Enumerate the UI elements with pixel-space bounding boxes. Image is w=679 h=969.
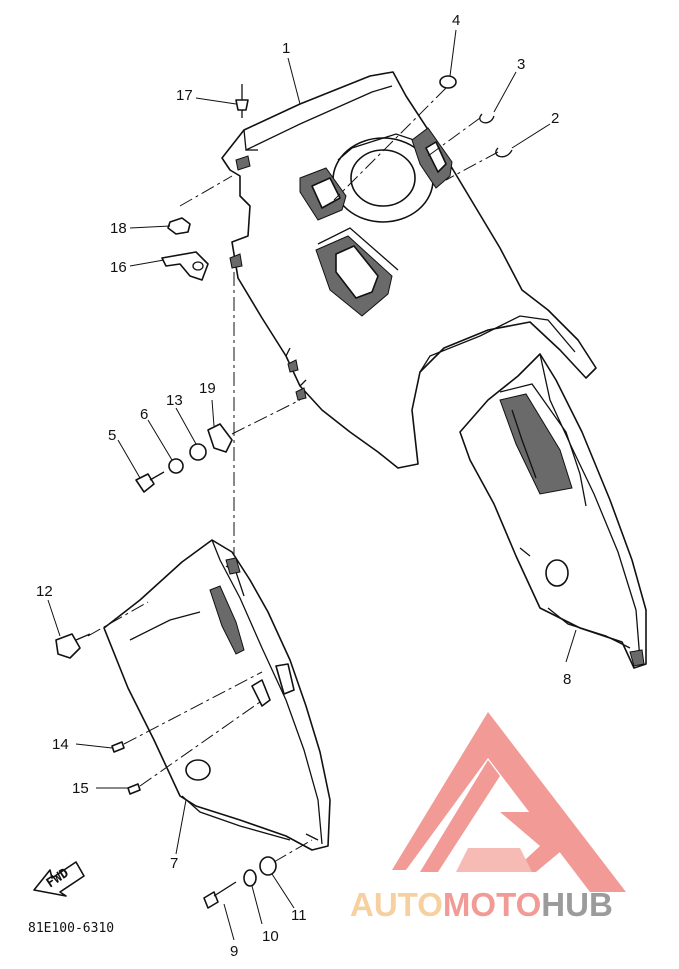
assembly-lines	[87, 87, 499, 863]
automotohub-logo: AUTOMOTOHUB	[350, 712, 626, 923]
part-2-clip	[495, 147, 513, 158]
callout-13: 13	[166, 392, 183, 409]
part-3-clip	[479, 113, 495, 124]
callout-18: 18	[110, 220, 127, 237]
callout-8: 8	[563, 671, 571, 688]
part-17-rivet	[235, 84, 249, 118]
callout-7: 7	[170, 855, 178, 872]
callout-11: 11	[291, 907, 307, 924]
callout-1: 1	[282, 40, 290, 57]
callout-17: 17	[176, 87, 193, 104]
callout-15: 15	[72, 780, 89, 797]
part-18-nut	[167, 217, 191, 235]
diagram-code: 81E100-6310	[28, 921, 114, 936]
part-13-grommet	[189, 443, 207, 461]
callout-19: 19	[199, 380, 216, 397]
callout-14: 14	[52, 736, 69, 753]
part-4-grommet	[439, 75, 457, 89]
logo-text-moto: MOTO	[443, 886, 541, 923]
callout-2: 2	[551, 110, 559, 127]
callout-10: 10	[262, 928, 279, 945]
callout-4: 4	[452, 12, 460, 29]
callout-3: 3	[517, 56, 525, 73]
callout-16: 16	[110, 259, 127, 276]
callout-12: 12	[36, 583, 53, 600]
leader-lines	[47, 29, 577, 941]
callout-9: 9	[230, 943, 238, 960]
part-19-bracket	[207, 423, 233, 453]
part-5-screw	[135, 471, 165, 493]
part-1-upper-cover	[221, 71, 597, 469]
callout-6: 6	[140, 406, 148, 423]
part-9-bolt	[203, 881, 237, 909]
part-11-collar	[259, 856, 277, 876]
part-14-pin	[111, 741, 125, 753]
svg-text:AUTOMOTOHUB: AUTOMOTOHUB	[350, 886, 613, 923]
logo-text-hub: HUB	[541, 886, 613, 923]
logo-triangle	[392, 712, 626, 892]
part-16-clip	[161, 251, 209, 281]
part-10-washer	[243, 869, 257, 887]
fwd-arrow: FWD	[33, 861, 85, 897]
logo-text-auto: AUTO	[350, 886, 443, 923]
part-6-nut	[168, 458, 184, 474]
part-15-pin	[127, 783, 141, 795]
part-12-screw	[55, 633, 91, 659]
callout-5: 5	[108, 427, 116, 444]
part-8-side-panel	[459, 353, 647, 669]
callout-labels: 1 2 3 4 5 6 7 8 9 10 11 12 13 14 15 16 1…	[36, 12, 571, 960]
